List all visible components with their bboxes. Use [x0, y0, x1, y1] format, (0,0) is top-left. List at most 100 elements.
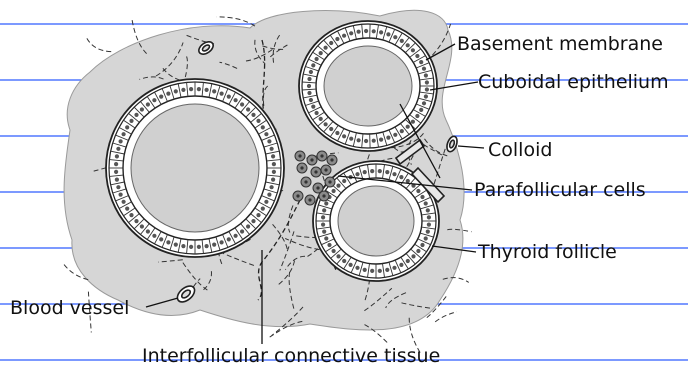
cell-nucleus [272, 170, 276, 174]
cell-nucleus [424, 201, 428, 205]
colloid [324, 46, 412, 126]
colloid [131, 104, 259, 232]
fiber [216, 17, 255, 26]
cell-nucleus [152, 98, 156, 102]
cell-nucleus [159, 95, 163, 99]
cell-nucleus [424, 73, 428, 77]
cell-nucleus [420, 195, 424, 199]
fiber [435, 312, 457, 322]
cell-nucleus [311, 63, 315, 67]
cell-nucleus [256, 213, 260, 217]
cell-nucleus [322, 230, 326, 234]
cell-nucleus [267, 193, 271, 197]
cell-nucleus [134, 219, 138, 223]
cell-nucleus [119, 193, 123, 197]
fiber [86, 37, 111, 52]
cell-nucleus [181, 88, 185, 92]
cell-nucleus [370, 169, 374, 173]
cell-nucleus [329, 41, 333, 45]
cell-nucleus [270, 185, 274, 189]
parafollicular-nucleus [314, 170, 317, 173]
cell-nucleus [212, 89, 216, 93]
cell-nucleus [372, 139, 376, 143]
cell-nucleus [386, 136, 390, 140]
label-thyroid-follicle: Thyroid follicle [477, 241, 617, 263]
cell-nucleus [400, 39, 404, 43]
cell-nucleus [197, 87, 201, 91]
cell-nucleus [116, 185, 120, 189]
cell-nucleus [336, 254, 340, 258]
cell-nucleus [319, 117, 323, 121]
cell-nucleus [322, 208, 326, 212]
label-blood-vessel: Blood vessel [10, 297, 129, 319]
cell-nucleus [324, 122, 328, 126]
cell-nucleus [220, 240, 224, 244]
cell-nucleus [146, 102, 150, 106]
cell-nucleus [411, 48, 415, 52]
cell-nucleus [227, 237, 231, 241]
cell-nucleus [332, 189, 336, 193]
cell-nucleus [349, 137, 353, 141]
cell-nucleus [129, 213, 133, 217]
cell-nucleus [311, 105, 315, 109]
label-colloid: Colloid [488, 139, 552, 161]
cell-nucleus [125, 125, 129, 129]
cell-nucleus [419, 60, 423, 64]
parafollicular-nucleus [304, 180, 307, 183]
cell-nucleus [116, 147, 120, 151]
parafollicular-nucleus [300, 166, 303, 169]
cell-nucleus [332, 249, 336, 253]
cell-nucleus [364, 29, 368, 33]
cell-nucleus [146, 229, 150, 233]
cell-nucleus [399, 263, 403, 267]
cell-nucleus [307, 77, 311, 81]
cell-nucleus [181, 244, 185, 248]
cell-nucleus [234, 234, 238, 238]
cell-nucleus [342, 259, 346, 263]
cell-nucleus [363, 170, 367, 174]
cell-nucleus [392, 172, 396, 176]
cell-nucleus [426, 230, 430, 234]
cell-nucleus [363, 268, 367, 272]
cell-nucleus [357, 138, 361, 142]
cell-nucleus [415, 54, 419, 58]
cell-nucleus [227, 95, 231, 99]
cell-nucleus [129, 119, 133, 123]
cell-nucleus [174, 243, 178, 247]
cell-nucleus [372, 29, 376, 33]
cell-nucleus [307, 84, 311, 88]
cell-nucleus [264, 132, 268, 136]
cell-nucleus [271, 154, 275, 158]
cell-nucleus [393, 133, 397, 137]
cell-nucleus [406, 125, 410, 129]
cell-nucleus [134, 113, 138, 117]
cell-nucleus [424, 94, 428, 98]
cell-nucleus [349, 263, 353, 267]
cell-nucleus [399, 175, 403, 179]
cell-nucleus [386, 32, 390, 36]
cell-nucleus [425, 80, 429, 84]
cell-nucleus [406, 43, 410, 47]
cell-nucleus [422, 101, 426, 105]
cell-nucleus [205, 244, 209, 248]
cell-nucleus [264, 200, 268, 204]
cell-nucleus [166, 92, 170, 96]
cell-nucleus [307, 91, 311, 95]
cell-nucleus [246, 107, 250, 111]
cell-nucleus [189, 245, 193, 249]
colloid [338, 186, 414, 256]
cell-nucleus [251, 219, 255, 223]
cell-nucleus [378, 169, 382, 173]
cell-nucleus [261, 207, 265, 211]
parafollicular-nucleus [330, 158, 333, 161]
cell-nucleus [309, 70, 313, 74]
cell-nucleus [189, 87, 193, 91]
cell-nucleus [349, 31, 353, 35]
cell-nucleus [324, 46, 328, 50]
cell-nucleus [140, 224, 144, 228]
cell-nucleus [406, 259, 410, 263]
cell-nucleus [420, 243, 424, 247]
cell-nucleus [419, 108, 423, 112]
parafollicular-nucleus [324, 168, 327, 171]
